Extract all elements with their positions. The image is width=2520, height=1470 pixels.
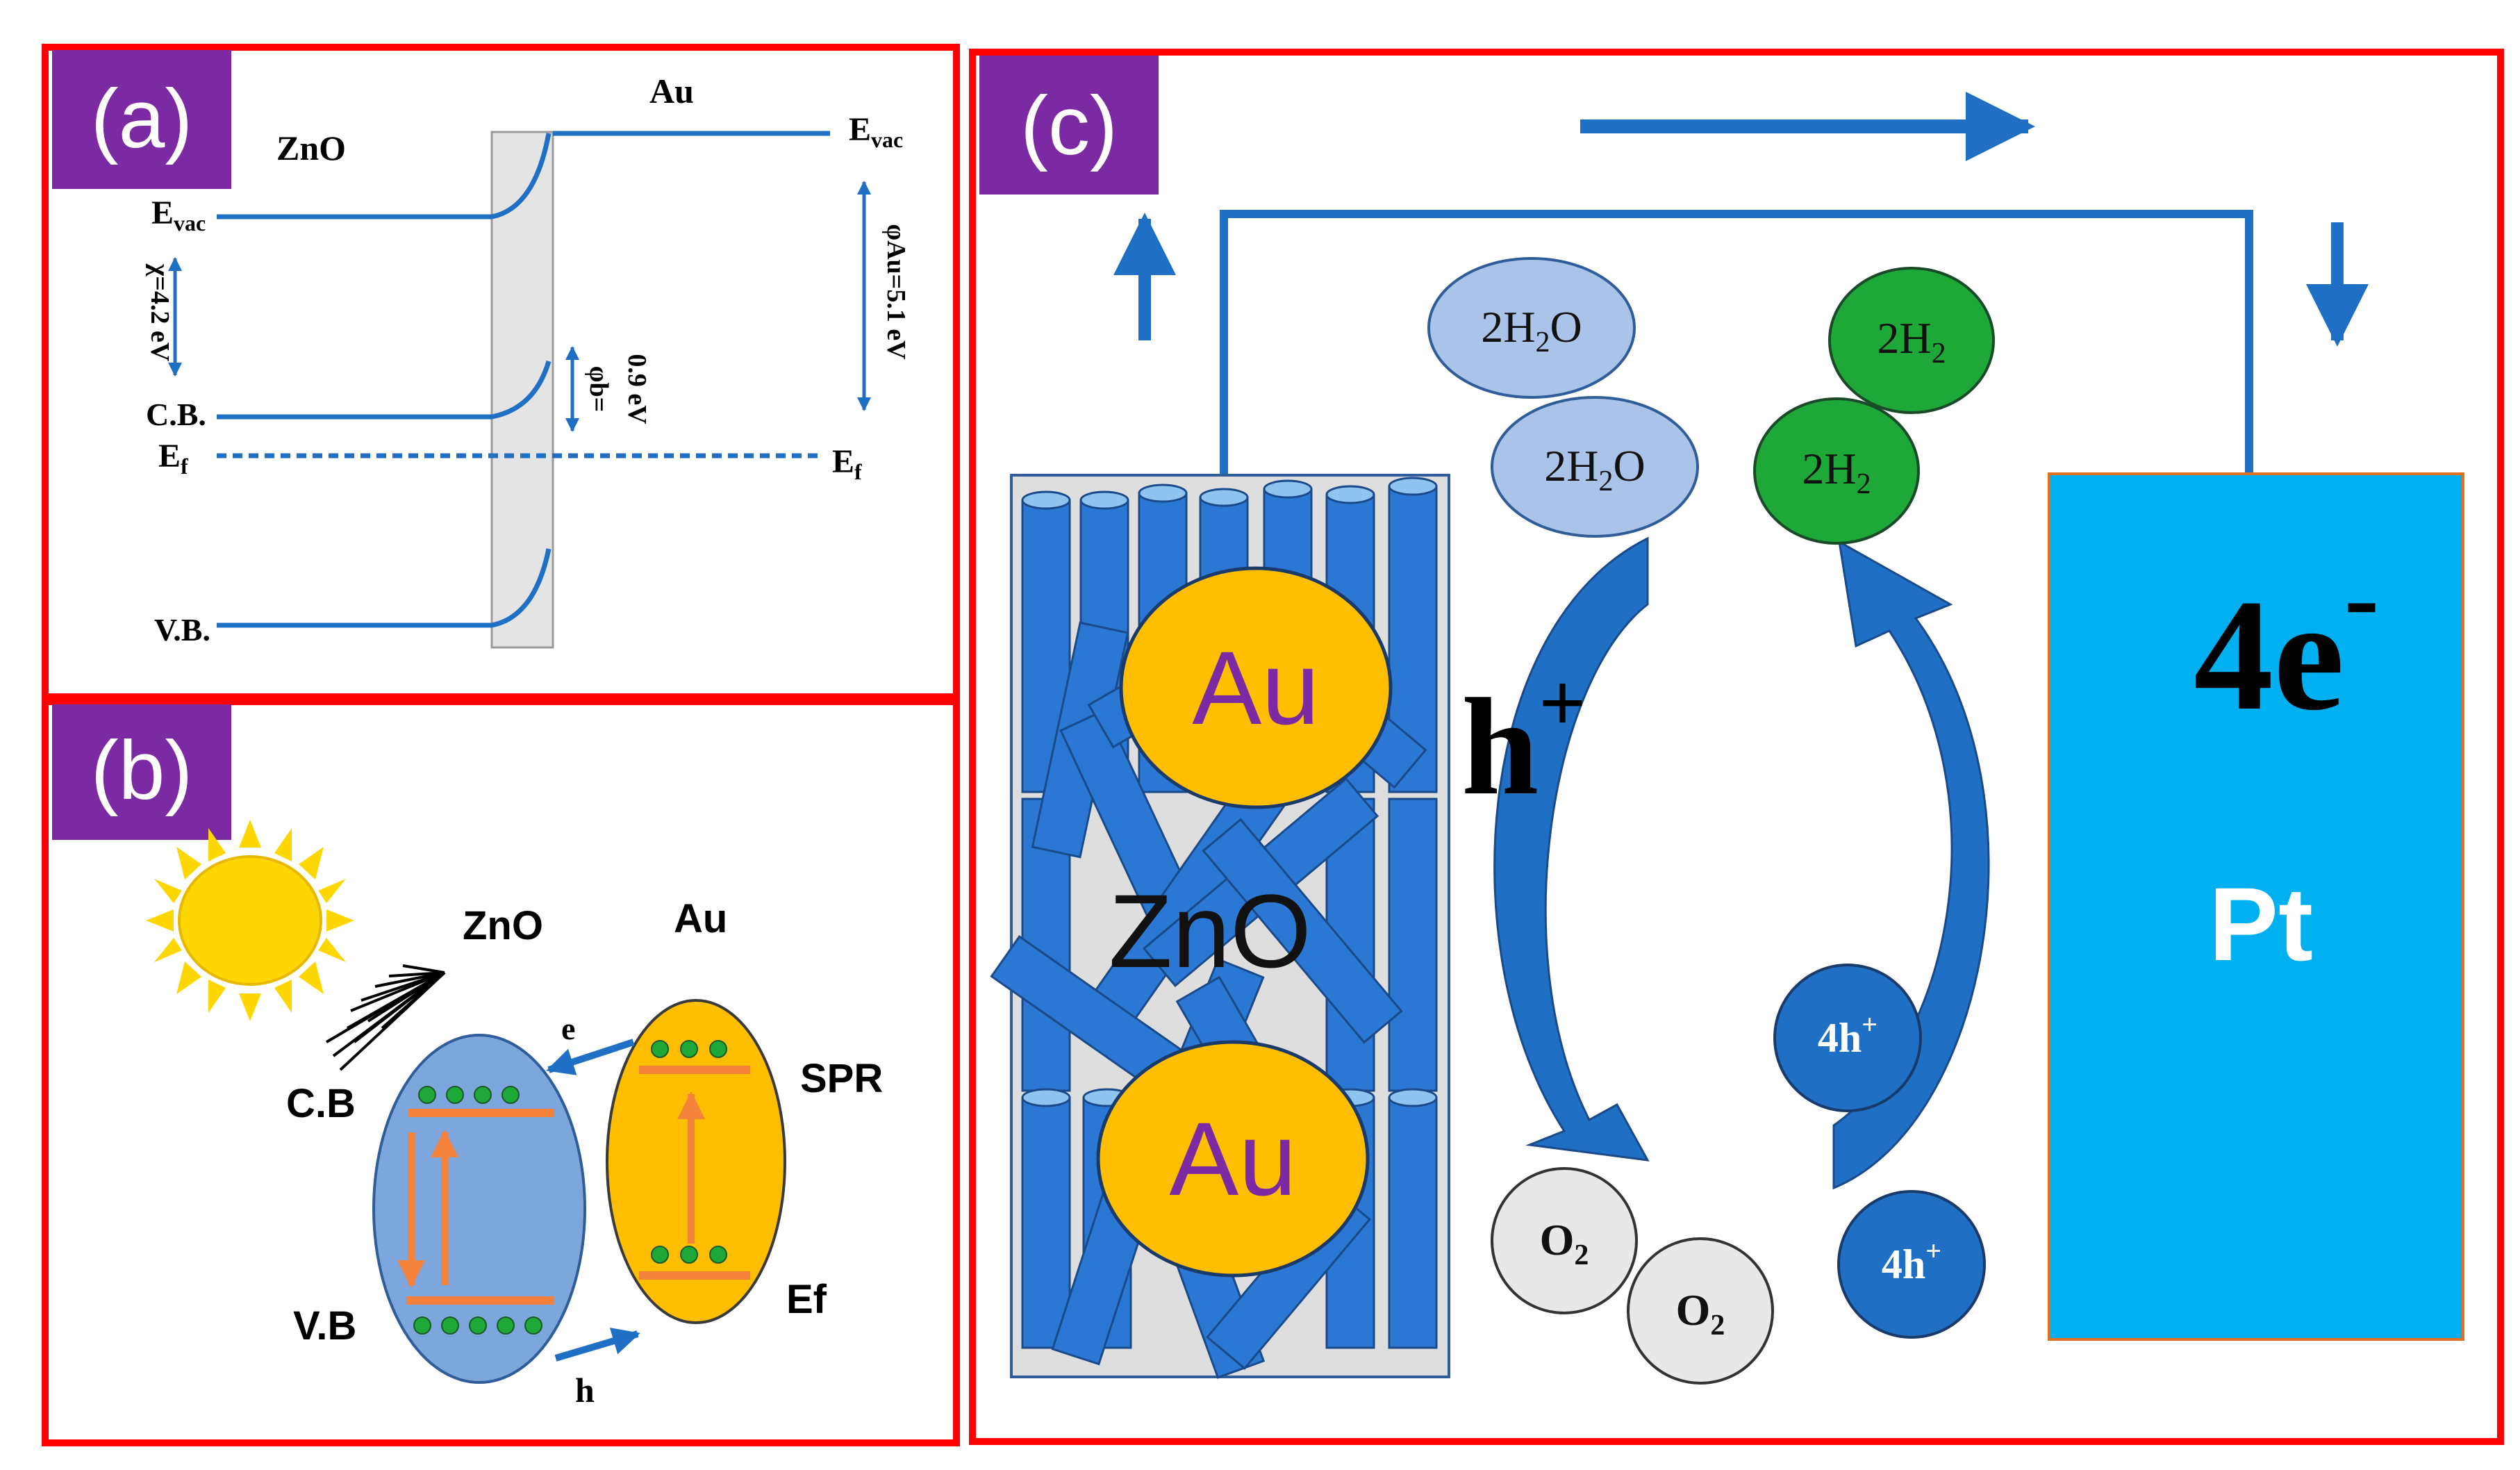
reduction-curved-arrow [1832,540,1990,1190]
au-particle [606,999,786,1324]
au-top-electrons [651,1040,727,1058]
panel-c-zno-label: ZnO [1109,873,1311,989]
phi-b-label-2: 0.9 eV [622,354,652,424]
panel-b-badge [52,704,231,840]
panel-b-e-label: e [561,1011,575,1046]
panel-b-vb-label: V.B [293,1303,356,1348]
oxygen-molecule-2-label: O2 [1676,1285,1725,1341]
hydrogen-molecule-2-label: 2H2 [1802,444,1871,500]
oxygen-molecule-1 [1491,1167,1638,1314]
hole-bubble-2-label: 4h+ [1882,1235,1941,1287]
oxidation-curved-arrow [1493,536,1650,1162]
pt-label: Pt [2209,866,2313,982]
panel-a-frame [42,44,960,700]
panel-c-h-plus-label: h+ [1461,656,1586,824]
au-nanoparticle-top [1119,566,1393,809]
panel-b-spr-label: SPR [800,1056,883,1101]
panel-c-au-top-label: Au [1192,629,1319,746]
ef-right-label: Ef [832,443,862,484]
panel-a-badge [52,50,231,189]
au-bottom-electrons [651,1246,727,1264]
evac-au-label: Evac [849,111,903,152]
panel-b-ef-label: Ef [786,1277,827,1322]
panel-b: (b) [42,698,960,1446]
zno-evac-level [217,133,552,220]
zno-cb-electrons [418,1086,520,1104]
water-molecule-2-label: 2H2O [1544,441,1645,497]
panel-b-au-label: Au [674,896,727,941]
chi-label: χ=4.2 eV [145,263,174,362]
water-molecule-2 [1491,396,1699,538]
hole-transfer-arrow [554,1328,640,1362]
hydrogen-molecule-1 [1828,267,1995,414]
panel-b-cb-label: C.B [286,1081,356,1126]
panel-c: (c) [969,49,2504,1445]
phi-b-label-1: φb= [584,366,613,413]
pt-electrode [2048,472,2464,1341]
zno-vb-holes [413,1316,542,1335]
zno-cb-level [217,361,552,420]
panel-a-zno-label: ZnO [276,129,346,167]
hole-bubble-1-label: 4h+ [1818,1009,1877,1061]
panel-c-badge [979,56,1159,195]
sun-icon [146,820,354,1021]
panel-b-h-label: h [575,1371,595,1410]
panel-b-label: (b) [91,724,193,817]
hole-bubble-2 [1837,1190,1986,1339]
panel-b-frame [42,698,960,1446]
phi-au-label: φAu=5.1 eV [881,224,911,360]
panel-b-zno-label: ZnO [463,903,543,948]
hydrogen-molecule-2 [1753,397,1920,545]
external-circuit-wire [1220,210,2253,479]
au-nanoparticle-bottom [1096,1040,1370,1278]
panel-c-frame [969,49,2504,1445]
zno-nanorod-electrode [990,474,1450,1379]
zno-particle [372,1034,586,1384]
schottky-interface [490,131,554,649]
electrons-label: 4e- [2194,540,2379,743]
water-molecule-1-label: 2H2O [1481,302,1582,358]
water-molecule-1 [1427,257,1636,399]
panel-a: (a) ZnO Au Evac Evac χ=4.2 eV φb= 0.9 eV… [42,44,960,700]
ef-left-label: Ef [158,438,188,479]
light-burst-icon [325,964,446,1071]
panel-a-label: (a) [91,72,193,165]
oxygen-molecule-1-label: O2 [1540,1215,1589,1271]
hydrogen-molecule-1-label: 2H2 [1877,313,1946,370]
vb-label: V.B. [154,612,210,647]
evac-zno-label: Evac [151,195,206,236]
cb-label: C.B. [146,397,206,432]
panel-c-label: (c) [1020,79,1118,172]
oxygen-molecule-2 [1627,1237,1774,1385]
zno-vb-level [217,548,552,628]
panel-a-au-label: Au [649,72,694,110]
hole-bubble-1 [1773,964,1922,1112]
electron-transfer-arrow [546,1039,635,1075]
panel-c-au-bottom-label: Au [1169,1100,1296,1217]
